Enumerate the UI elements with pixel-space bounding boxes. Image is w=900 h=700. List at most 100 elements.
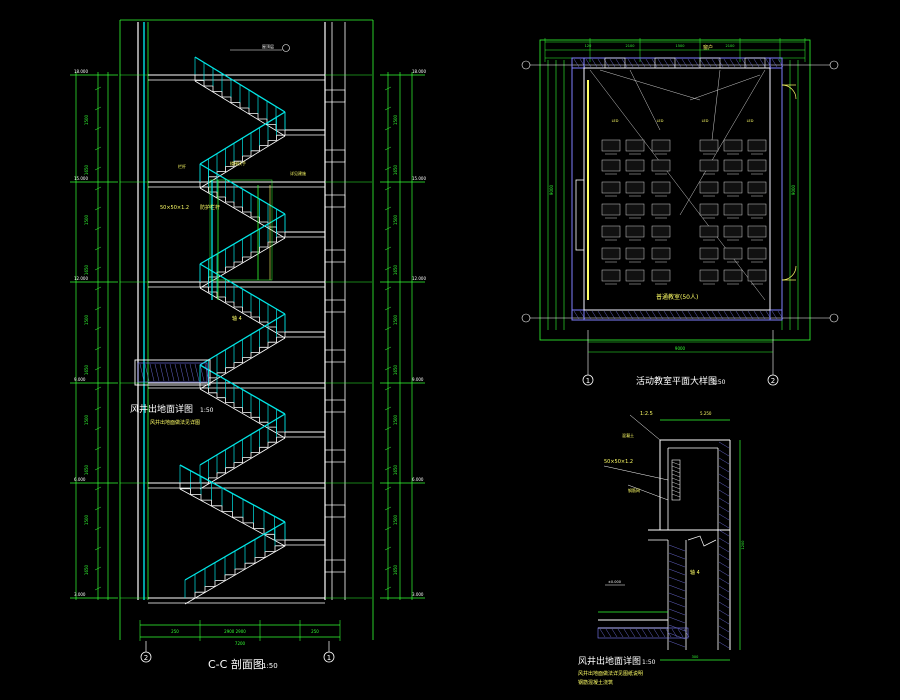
section-scale: 1:50 bbox=[262, 662, 278, 670]
wall-hatch bbox=[681, 58, 688, 68]
dim-tick-left bbox=[94, 246, 102, 251]
detail-footing-hatch bbox=[683, 628, 690, 638]
stair-flight-2 bbox=[199, 111, 286, 189]
wall-hatch bbox=[591, 58, 598, 68]
level-tag-right-4: 6.000 bbox=[412, 477, 424, 482]
vert-dim-text-right: 1500 bbox=[393, 214, 398, 225]
plan-top-window-2 bbox=[699, 57, 721, 69]
detail-footing-hatch bbox=[623, 628, 630, 638]
vert-dim-text-right: 1500 bbox=[393, 514, 398, 525]
window-0 bbox=[324, 89, 346, 103]
vent-hatch-line bbox=[139, 363, 145, 382]
level-tag-right-3: 9.000 bbox=[412, 377, 424, 382]
stair-flight-10 bbox=[184, 521, 286, 605]
callout-2: 详见建施 bbox=[290, 170, 306, 176]
level-tag-right-0: 18.000 bbox=[412, 69, 426, 74]
desk bbox=[625, 139, 645, 152]
wall-hatch bbox=[609, 310, 616, 320]
stair-flight-4 bbox=[199, 213, 286, 289]
detail-louvre-slat bbox=[671, 465, 681, 470]
desk bbox=[747, 203, 767, 216]
detail-wall-hatch bbox=[718, 441, 730, 449]
plan-top-label: 窗户 bbox=[703, 44, 713, 51]
dim-tick-left bbox=[94, 106, 102, 111]
wall-hatch bbox=[723, 310, 730, 320]
vert-dim-text-left: 1650 bbox=[84, 164, 89, 175]
detail-louvre-slat bbox=[671, 469, 681, 474]
detail-footing-hatch bbox=[617, 628, 624, 638]
desk bbox=[699, 159, 719, 172]
vent-hatch-line bbox=[164, 363, 170, 382]
window-2 bbox=[324, 194, 346, 208]
vert-dim-text-right: 1650 bbox=[393, 164, 398, 175]
detail-wall-hatch bbox=[718, 569, 730, 577]
wall-hatch bbox=[693, 310, 700, 320]
wall-hatch bbox=[657, 58, 664, 68]
wall-hatch bbox=[633, 310, 640, 320]
detail-louvre-slat bbox=[671, 477, 681, 482]
level-tag-right-1: 15.000 bbox=[412, 176, 426, 181]
dim-tick-right bbox=[384, 346, 392, 351]
level-tag-left-1: 15.000 bbox=[74, 176, 88, 181]
wall-hatch bbox=[687, 310, 694, 320]
vert-dim-text-right: 1650 bbox=[393, 464, 398, 475]
wall-hatch bbox=[585, 58, 592, 68]
desk bbox=[601, 181, 621, 194]
wall-hatch bbox=[675, 310, 682, 320]
dim-tick-left bbox=[94, 386, 102, 391]
detail-louvre bbox=[671, 459, 681, 501]
wall-hatch bbox=[573, 58, 580, 68]
detail-wall-hatch bbox=[718, 537, 730, 545]
detail-louvre-slat bbox=[671, 461, 681, 466]
vent-hatch-line bbox=[184, 363, 190, 382]
detail-wall-hatch bbox=[718, 617, 730, 625]
stair-flight-8 bbox=[199, 413, 286, 490]
vert-dim-text-right: 1500 bbox=[393, 114, 398, 125]
detail-wall-hatch bbox=[718, 553, 730, 561]
wall-hatch bbox=[771, 58, 778, 68]
detail-wall-hatch bbox=[718, 625, 730, 633]
detail-wall-hatch bbox=[718, 601, 730, 609]
desk bbox=[747, 159, 767, 172]
stair-soffit bbox=[179, 488, 286, 547]
vent-hatch-line bbox=[169, 363, 175, 382]
stair-soffit bbox=[199, 187, 286, 239]
wall-hatch bbox=[717, 58, 724, 68]
plan-axis-right-label: 2 bbox=[771, 377, 775, 385]
lamp-2: LED bbox=[702, 119, 709, 123]
dim-tick-right bbox=[384, 326, 392, 331]
grid-axis-bubble-left: 2 bbox=[140, 651, 152, 663]
wall-hatch bbox=[735, 58, 742, 68]
stair-soffit bbox=[194, 80, 286, 137]
desk bbox=[699, 247, 719, 260]
detail-wall-hatch bbox=[718, 593, 730, 601]
desk bbox=[747, 181, 767, 194]
window-9 bbox=[324, 559, 346, 573]
desk bbox=[601, 269, 621, 282]
wall-hatch bbox=[753, 58, 760, 68]
desk bbox=[601, 159, 621, 172]
vert-dim-text-left: 1500 bbox=[84, 314, 89, 325]
detail-wall-hatch bbox=[718, 489, 730, 497]
window-6 bbox=[324, 399, 346, 413]
desk bbox=[601, 247, 621, 260]
level-tag-left-5: 3.000 bbox=[74, 592, 86, 597]
wall-hatch bbox=[777, 310, 784, 320]
dim-tick-left bbox=[94, 546, 102, 551]
section-note-2: 防护栏杆 bbox=[200, 204, 220, 211]
wall-hatch bbox=[579, 310, 586, 320]
desk bbox=[651, 181, 671, 194]
vent-hatch-line bbox=[154, 363, 160, 382]
detail-note-1: 1:2.5 bbox=[640, 411, 653, 417]
desk bbox=[625, 225, 645, 238]
lamp-0: LED bbox=[612, 119, 619, 123]
wall-hatch bbox=[615, 58, 622, 68]
dim-tick-right bbox=[384, 226, 392, 231]
dim-tick-left bbox=[94, 366, 102, 371]
detail-callout-concrete: 混凝土 bbox=[622, 432, 634, 438]
detail-footing-hatch bbox=[599, 628, 606, 638]
desk bbox=[651, 159, 671, 172]
window-5 bbox=[324, 349, 346, 363]
